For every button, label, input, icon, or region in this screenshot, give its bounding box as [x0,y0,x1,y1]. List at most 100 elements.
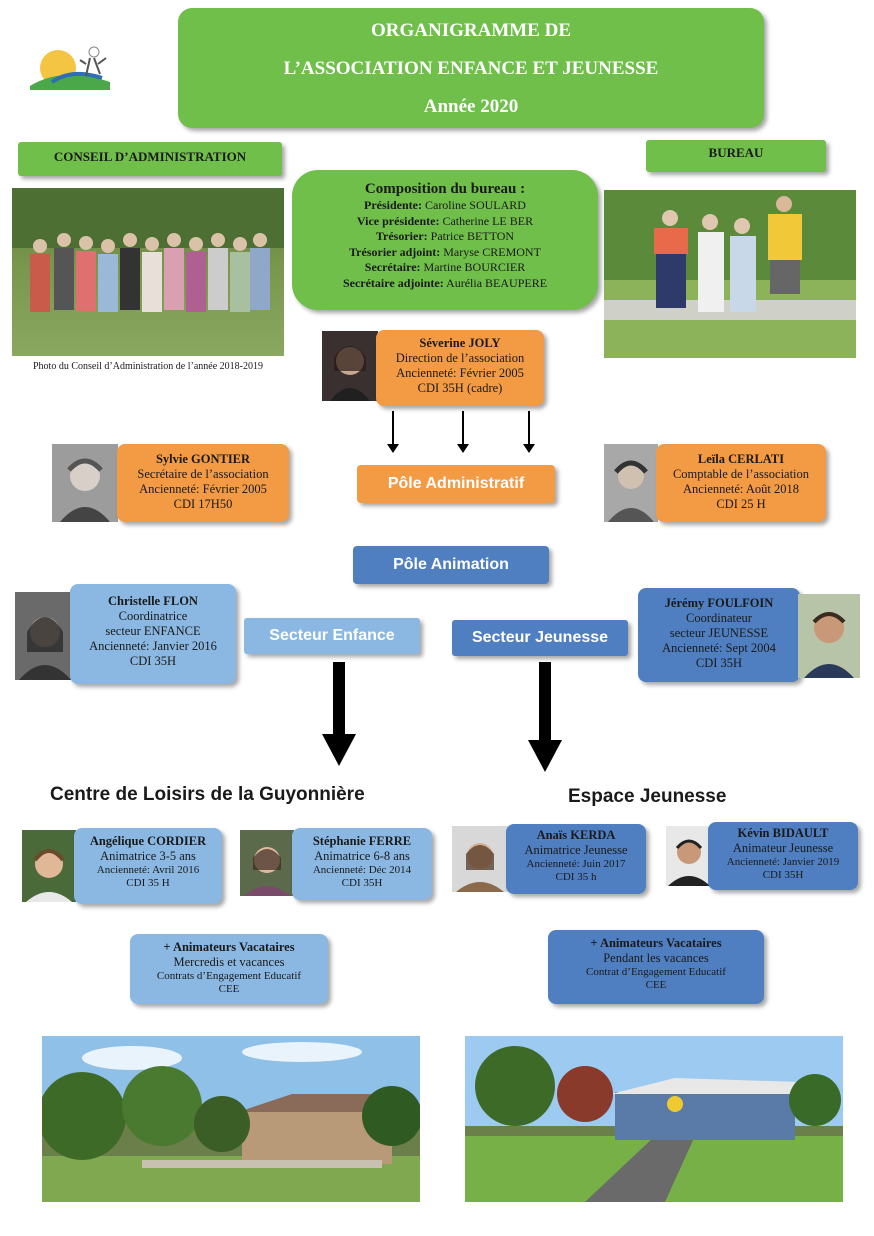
stephanie-seniority: Ancienneté: Déc 2014 [312,864,412,876]
conseil-photo [12,188,284,356]
stephanie-card: Stéphanie FERRE Animatrice 6-8 ans Ancie… [292,828,432,900]
vacataires-enfance-cee: CEE [218,983,240,995]
arrow-line [392,411,394,445]
secteur-enfance: Secteur Enfance [244,618,420,654]
vacataires-jeunesse-box: + Animateurs Vacataires Pendant les vaca… [548,930,764,1004]
vacataires-jeunesse-cee: CEE [645,979,667,991]
jeremy-seniority: Ancienneté: Sept 2004 [662,641,776,655]
conseil-label: CONSEIL D’ADMINISTRATION [18,142,282,176]
anais-contract: CDI 35 h [555,871,597,883]
stephanie-photo [240,830,294,896]
jeremy-card: Jérémy FOULFOIN Coordinateur secteur JEU… [638,588,800,682]
jeremy-role: Coordinateur [686,611,752,625]
angelique-name: Angélique CORDIER [89,834,207,848]
vacataires-jeunesse-contract: Contrat d’Engagement Educatif [586,966,726,978]
sylvie-contract: CDI 17H50 [173,497,233,511]
vacataires-enfance-title: + Animateurs Vacataires [163,940,295,954]
leila-seniority: Ancienneté: Août 2018 [683,482,799,496]
angelique-role: Animatrice 3-5 ans [100,849,196,863]
leila-photo [604,444,658,522]
stephanie-name: Stéphanie FERRE [312,834,412,848]
anais-role: Animatrice Jeunesse [524,843,628,857]
direction-role: Direction de l’association [395,351,525,365]
kevin-contract: CDI 35H [762,869,804,881]
composition-line: Vice présidente: Catherine LE BER [356,213,534,228]
title-line-3: Année 2020 [423,96,519,117]
pole-animation: Pôle Animation [353,546,549,584]
jeremy-photo [798,594,860,678]
pole-administratif: Pôle Administratif [357,465,555,503]
direction-card: Séverine JOLY Direction de l’association… [376,330,544,406]
christelle-card: Christelle FLON Coordinatrice secteur EN… [70,584,236,684]
anais-card: Anaïs KERDA Animatrice Jeunesse Ancienne… [506,824,646,894]
leila-name: Leïla CERLATI [697,452,785,466]
stephanie-role: Animatrice 6-8 ans [314,849,410,863]
leila-card: Leïla CERLATI Comptable de l’association… [656,444,826,522]
christelle-sector: secteur ENFANCE [105,624,201,638]
kevin-photo [666,826,712,886]
vacataires-enfance-period: Mercredis et vacances [173,955,285,969]
kevin-seniority: Ancienneté: Janvier 2019 [726,856,840,868]
chart-title-box: ORGANIGRAMME DE L’ASSOCIATION ENFANCE ET… [178,8,764,128]
composition-line: Présidente: Caroline SOULARD [364,198,526,212]
arrow-line [528,411,530,445]
angelique-photo [22,830,76,902]
composition-line: Secrétaire: Martine BOURCIER [364,260,526,274]
angelique-card: Angélique CORDIER Animatrice 3-5 ans Anc… [74,828,222,904]
kevin-role: Animateur Jeunesse [732,841,834,855]
leila-role: Comptable de l’association [672,467,810,481]
kevin-card: Kévin BIDAULT Animateur Jeunesse Ancienn… [708,822,858,890]
arrow-head [387,444,399,453]
association-logo [22,38,118,98]
angelique-contract: CDI 35 H [126,877,170,889]
christelle-contract: CDI 35H [129,654,177,668]
arrow-head [457,444,469,453]
vacataires-enfance-box: + Animateurs Vacataires Mercredis et vac… [130,934,328,1004]
jeremy-name: Jérémy FOULFOIN [664,596,774,610]
arrow-down-jeunesse [528,662,562,772]
stephanie-contract: CDI 35H [341,877,383,889]
sylvie-name: Sylvie GONTIER [155,452,251,466]
secteur-jeunesse: Secteur Jeunesse [452,620,628,656]
espace-jeunesse-photo [465,1036,843,1202]
arrow-down-enfance [322,662,356,766]
sylvie-photo [52,444,118,522]
centre-loisirs-title: Centre de Loisirs de la Guyonnière [50,784,365,805]
jeremy-contract: CDI 35H [695,656,743,670]
bureau-composition-box: Composition du bureau : Présidente: Caro… [292,170,598,310]
sylvie-card: Sylvie GONTIER Secrétaire de l’associati… [117,444,289,522]
direction-seniority: Ancienneté: Février 2005 [396,366,524,380]
vacataires-jeunesse-title: + Animateurs Vacataires [590,936,722,950]
title-line-2: L’ASSOCIATION ENFANCE ET JEUNESSE [283,58,659,79]
anais-name: Anaïs KERDA [536,828,616,842]
angelique-seniority: Ancienneté: Avril 2016 [96,864,200,876]
bureau-label: BUREAU [646,140,826,172]
espace-jeunesse-title: Espace Jeunesse [568,786,727,807]
centre-loisirs-photo [38,1036,422,1202]
sylvie-seniority: Ancienneté: Février 2005 [139,482,267,496]
leila-contract: CDI 25 H [716,497,766,511]
sylvie-role: Secrétaire de l’association [137,467,269,481]
arrow-line [462,411,464,445]
kevin-name: Kévin BIDAULT [737,826,829,840]
composition-line: Secrétaire adjointe: Aurélia BEAUPERE [342,275,548,290]
vacataires-jeunesse-period: Pendant les vacances [603,951,709,965]
direction-contract: CDI 35H (cadre) [417,381,503,395]
title-line-1: ORGANIGRAMME DE [370,20,572,41]
christelle-seniority: Ancienneté: Janvier 2016 [89,639,217,653]
christelle-photo [15,592,73,680]
anais-photo [452,826,508,892]
composition-line: Trésorier: Patrice BETTON [375,229,515,243]
vacataires-enfance-contract: Contrats d’Engagement Educatif [156,970,302,982]
christelle-role: Coordinatrice [118,609,188,623]
bureau-photo [604,190,856,358]
composition-heading: Composition du bureau : [364,181,526,197]
direction-photo [322,331,378,401]
arrow-head [523,444,535,453]
conseil-photo-caption: Photo du Conseil d’Administration de l’a… [33,361,263,372]
direction-name: Séverine JOLY [419,336,501,350]
christelle-name: Christelle FLON [108,594,198,608]
jeremy-sector: secteur JEUNESSE [669,626,769,640]
composition-line: Trésorier adjoint: Maryse CREMONT [349,244,541,259]
anais-seniority: Ancienneté: Juin 2017 [526,858,626,870]
